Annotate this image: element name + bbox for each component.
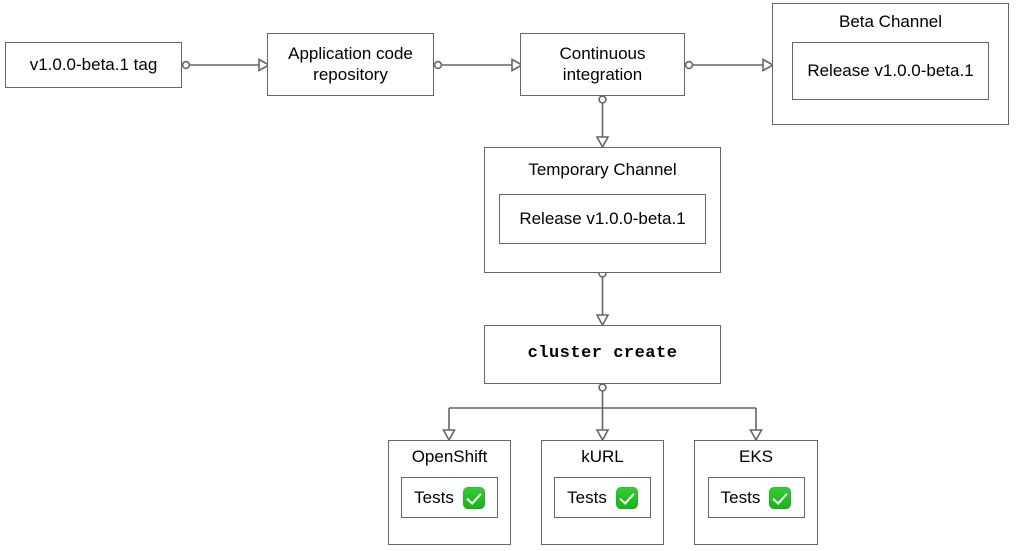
beta-channel-label: Beta Channel — [838, 12, 943, 31]
temporary-channel-release-label: Release v1.0.0-beta.1 — [519, 209, 686, 228]
edge-cluster-create-fanout — [442, 383, 763, 442]
target-eks-tests-box[interactable]: Tests — [707, 477, 805, 518]
node-target-openshift[interactable]: OpenShift Tests — [388, 440, 511, 545]
repo-label-line1: Application code — [288, 43, 413, 63]
node-continuous-integration[interactable]: Continuous integration — [520, 33, 685, 96]
green-check-icon — [615, 486, 638, 509]
green-check-icon — [462, 486, 485, 509]
green-check-icon — [769, 486, 792, 509]
target-openshift-label: OpenShift — [411, 447, 488, 466]
edge-ci-to-beta-channel — [684, 58, 775, 72]
target-openshift-tests-box[interactable]: Tests — [401, 477, 498, 518]
target-eks-label: EKS — [738, 447, 774, 466]
target-kurl-tests-label: Tests — [567, 487, 607, 507]
beta-channel-release-box[interactable]: Release v1.0.0-beta.1 — [792, 42, 989, 100]
node-version-tag-label: v1.0.0-beta.1 tag — [29, 54, 158, 74]
node-cluster-create-label: cluster create — [527, 344, 678, 364]
edge-tag-to-repo — [181, 58, 271, 72]
node-beta-channel[interactable]: Beta Channel Release v1.0.0-beta.1 — [772, 3, 1009, 125]
ci-label-line2: integration — [562, 64, 643, 84]
repo-label-line2: repository — [313, 64, 388, 84]
beta-channel-release-label: Release v1.0.0-beta.1 — [807, 61, 974, 80]
node-application-code-repository[interactable]: Application code repository — [267, 33, 434, 96]
ci-label-line1: Continuous — [559, 43, 646, 63]
target-kurl-label: kURL — [581, 447, 624, 466]
target-openshift-tests-label: Tests — [414, 487, 454, 507]
target-kurl-tests-box[interactable]: Tests — [554, 477, 651, 518]
node-target-eks[interactable]: EKS Tests — [694, 440, 818, 545]
temporary-channel-label: Temporary Channel — [528, 160, 677, 179]
temporary-channel-release-box[interactable]: Release v1.0.0-beta.1 — [499, 194, 706, 244]
node-temporary-channel[interactable]: Temporary Channel Release v1.0.0-beta.1 — [484, 147, 721, 273]
edge-repo-to-ci — [433, 58, 524, 72]
node-continuous-integration-label: Continuous integration — [559, 44, 645, 85]
edge-temporary-channel-to-cluster-create — [595, 269, 610, 327]
node-application-code-repository-label: Application code repository — [288, 44, 413, 85]
target-eks-tests-label: Tests — [720, 487, 761, 507]
node-cluster-create[interactable]: cluster create — [484, 325, 721, 384]
edge-ci-to-temporary-channel — [595, 95, 610, 149]
node-target-kurl[interactable]: kURL Tests — [541, 440, 664, 545]
node-version-tag[interactable]: v1.0.0-beta.1 tag — [5, 42, 182, 88]
